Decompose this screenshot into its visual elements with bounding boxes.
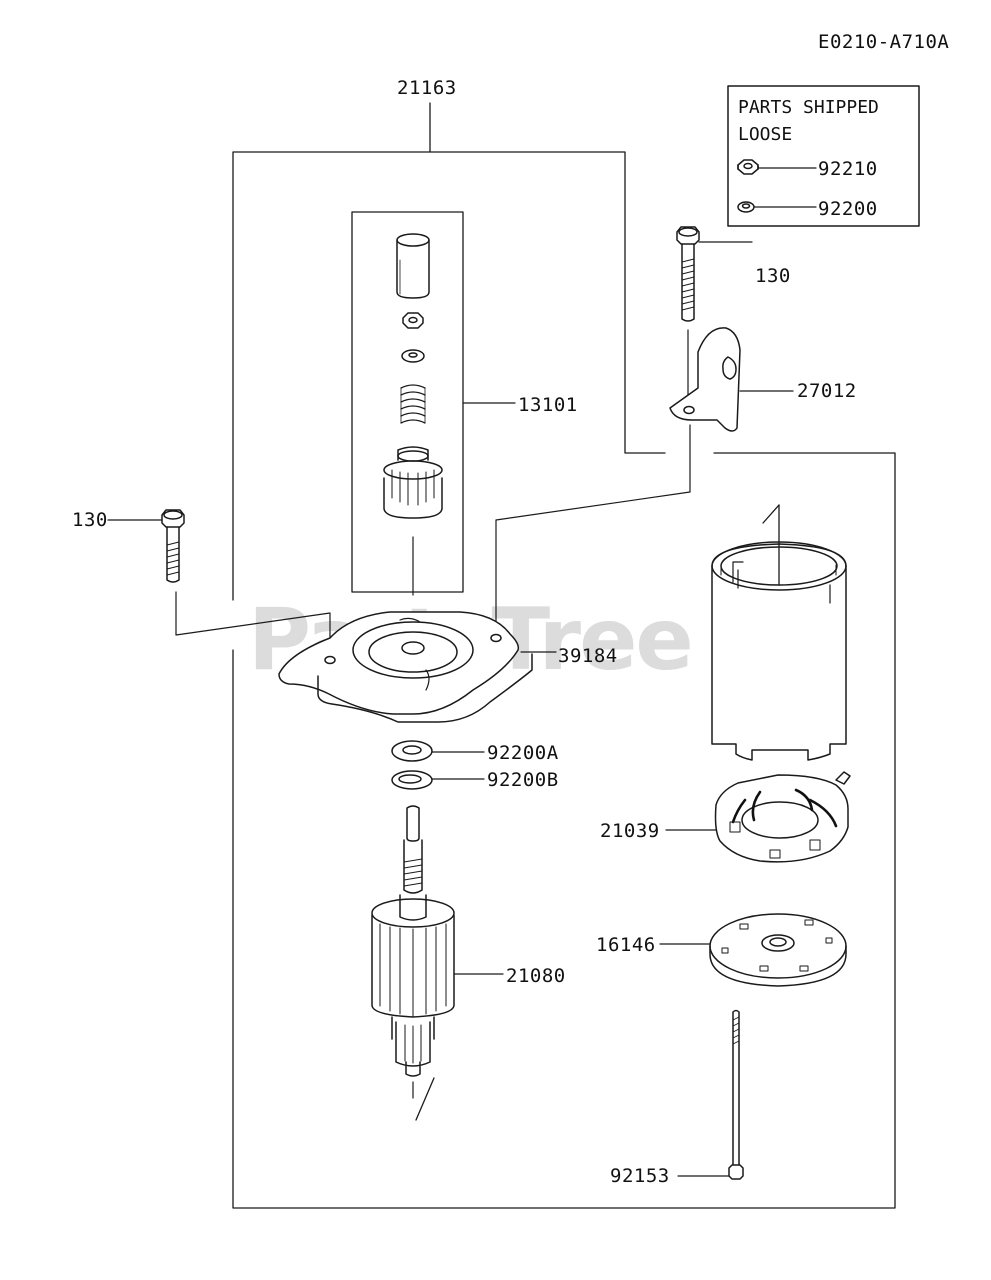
bracket	[495, 327, 794, 636]
part-label-21039[interactable]: 21039	[600, 820, 660, 842]
bolt-left	[107, 509, 331, 661]
nut-icon	[737, 159, 759, 175]
loose-box-title: PARTS SHIPPED LOOSE	[738, 97, 879, 145]
loose-parts-box	[727, 85, 920, 227]
small-washer	[401, 349, 425, 363]
part-label-92153[interactable]: 92153	[610, 1165, 670, 1187]
part-label-13101[interactable]: 13101	[518, 394, 578, 416]
brush-holder	[665, 771, 851, 863]
small-nut	[402, 312, 424, 329]
diagram-id: E0210-A710A	[818, 31, 950, 53]
washer-icon	[737, 201, 755, 213]
pinion-gear	[383, 446, 443, 519]
through-bolt	[677, 1009, 744, 1180]
stop-collar	[396, 233, 430, 299]
assembly-frame	[232, 102, 896, 1209]
part-label-130-right[interactable]: 130	[755, 265, 791, 287]
armature	[371, 805, 504, 1121]
washer-92200A	[391, 740, 485, 762]
part-label-39184[interactable]: 39184	[558, 645, 618, 667]
part-label-27012[interactable]: 27012	[797, 380, 857, 402]
part-label-21080[interactable]: 21080	[506, 965, 566, 987]
end-cover	[278, 611, 557, 723]
bolt-right	[676, 226, 753, 406]
loose-part-92210-label[interactable]: 92210	[818, 158, 878, 180]
part-label-92200B[interactable]: 92200B	[487, 769, 559, 791]
loose-part-92200-label[interactable]: 92200	[818, 198, 878, 220]
spring	[400, 384, 426, 424]
part-label-92200A[interactable]: 92200A	[487, 742, 559, 764]
end-plate	[659, 913, 847, 987]
pinion-kit-box	[351, 211, 516, 596]
yoke-housing	[711, 504, 847, 761]
part-label-16146[interactable]: 16146	[596, 934, 656, 956]
part-label-21163[interactable]: 21163	[397, 77, 457, 99]
washer-92200B	[391, 770, 485, 790]
part-label-130-left[interactable]: 130	[72, 509, 108, 531]
